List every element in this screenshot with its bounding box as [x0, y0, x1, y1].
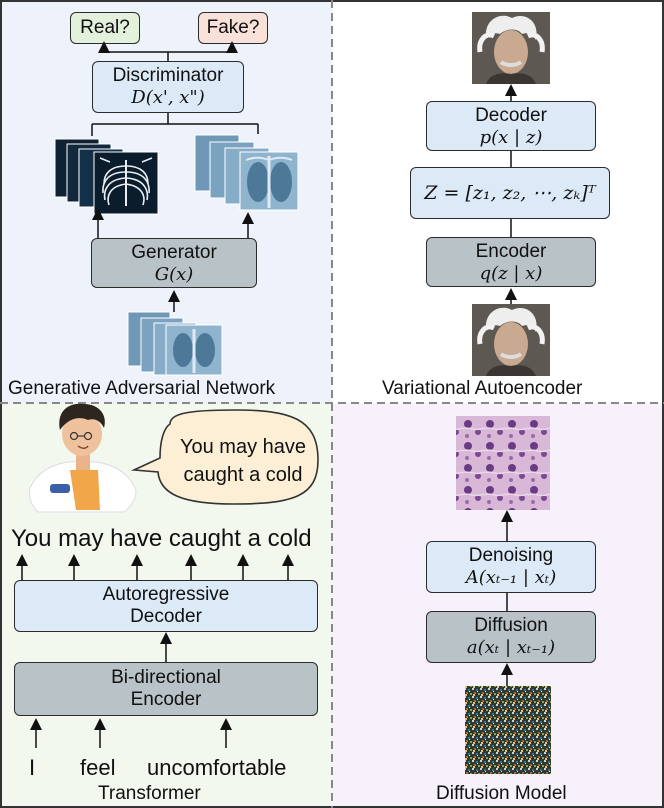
real-label: Real?	[70, 12, 140, 44]
vae-decoder-box: Decoder p(x | z)	[426, 101, 596, 151]
denoising-title: Denoising	[468, 545, 554, 566]
decoder-line2: Decoder	[130, 606, 202, 627]
input-word-3: uncomfortable	[147, 755, 287, 780]
discriminator-title: Discriminator	[112, 65, 224, 86]
diffusion-caption: Diffusion Model	[436, 783, 567, 804]
speech-line2: caught a cold	[183, 464, 303, 486]
generator-formula: G(x)	[154, 264, 194, 285]
vae-encoder-formula: q(z | x)	[479, 263, 543, 284]
decoder-line1: Autoregressive	[102, 584, 230, 605]
latent-formula: Z = [z₁, z₂, ⋯, zₖ]ᵀ	[424, 182, 596, 204]
vae-caption: Variational Autoencoder	[382, 378, 583, 399]
vae-encoder-box: Encoder q(z | x)	[426, 237, 596, 287]
vae-encoder-title: Encoder	[475, 241, 547, 262]
speech-line1: You may have	[179, 436, 306, 458]
gan-caption: Generative Adversarial Network	[8, 378, 276, 399]
discriminator-box: Discriminator D(x', x")	[92, 61, 244, 113]
generator-title: Generator	[131, 242, 217, 263]
discriminator-formula: D(x', x")	[131, 87, 205, 108]
input-word-1: I	[29, 755, 36, 780]
diffusion-formula: a(xₜ | xₜ₋₁)	[466, 637, 556, 658]
denoising-box: Denoising A(xₜ₋₁ | xₜ)	[426, 541, 596, 593]
output-sentence: You may have caught a cold	[11, 525, 312, 552]
transformer-caption: Transformer	[98, 783, 201, 804]
vae-decoder-title: Decoder	[475, 105, 547, 126]
diffusion-panel	[332, 403, 664, 808]
encoder-line2: Encoder	[130, 689, 202, 710]
vae-decoder-formula: p(x | z)	[479, 127, 543, 148]
encoder-line1: Bi-directional	[111, 667, 221, 688]
diffusion-title: Diffusion	[474, 615, 548, 636]
diffusion-box: Diffusion a(xₜ | xₜ₋₁)	[426, 611, 596, 663]
generator-box: Generator G(x)	[91, 238, 257, 288]
latent-box: Z = [z₁, z₂, ⋯, zₖ]ᵀ	[410, 167, 610, 219]
autoregressive-decoder-box: Autoregressive Decoder	[14, 580, 318, 632]
denoising-formula: A(xₜ₋₁ | xₜ)	[465, 567, 557, 588]
input-word-2: feel	[80, 755, 116, 780]
bidirectional-encoder-box: Bi-directional Encoder	[14, 662, 318, 716]
fake-label: Fake?	[198, 12, 268, 44]
